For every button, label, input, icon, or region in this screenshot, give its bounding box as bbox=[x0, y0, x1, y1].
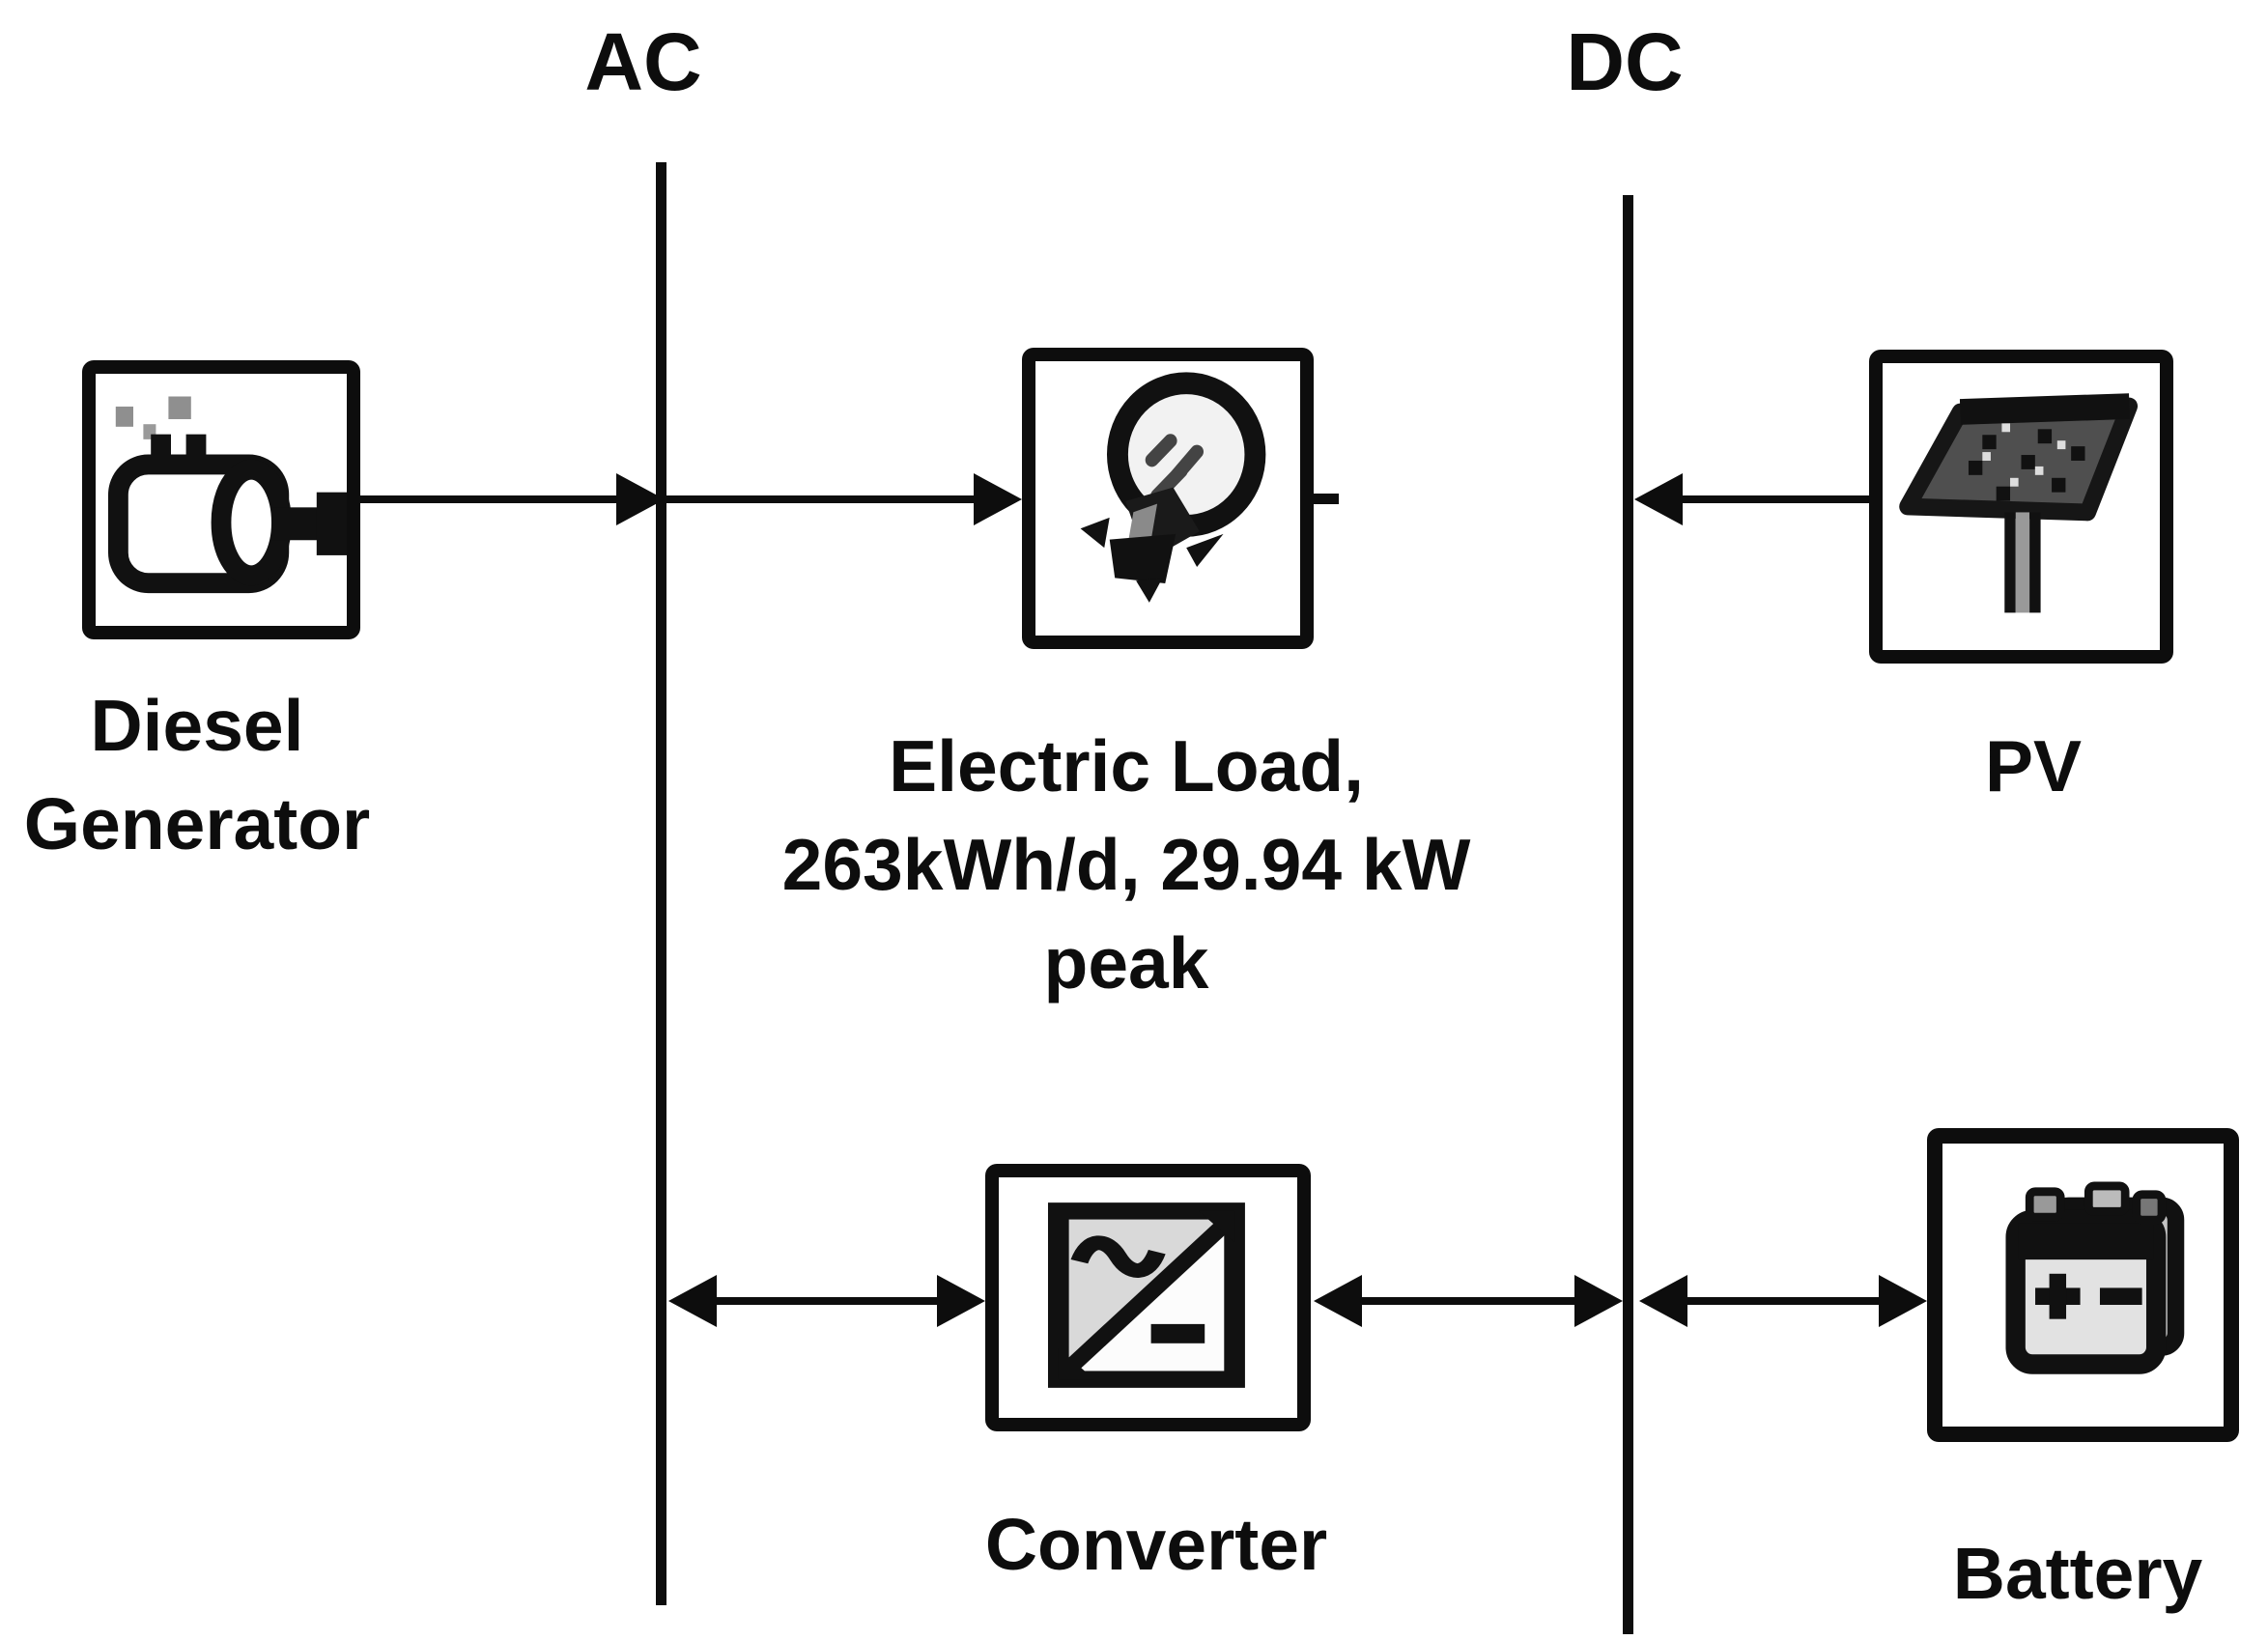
converter-label: Converter bbox=[985, 1495, 1327, 1594]
converter-box bbox=[985, 1164, 1311, 1431]
pv-box bbox=[1869, 350, 2173, 664]
ac-bus-label: AC bbox=[584, 16, 702, 107]
electric-load-box bbox=[1022, 348, 1314, 649]
load-connector-stub bbox=[1314, 494, 1339, 504]
ac-bus-line bbox=[656, 162, 666, 1605]
diesel-generator-label: Diesel Generator bbox=[24, 676, 370, 873]
diesel-generator-icon bbox=[108, 396, 347, 594]
electric-load-label-line3: peak bbox=[1043, 922, 1209, 1004]
battery-icon bbox=[2005, 1181, 2185, 1374]
battery-box bbox=[1927, 1128, 2239, 1442]
pv-label-line1: PV bbox=[1984, 725, 2083, 806]
electric-load-label-line1: Electric Load, bbox=[889, 725, 1364, 806]
light-bulb-icon bbox=[1080, 372, 1266, 603]
electric-load-label-line2: 263kWh/d, 29.94 kW bbox=[781, 824, 1471, 905]
battery-label-line1: Battery bbox=[1952, 1533, 2203, 1614]
converter-label-line1: Converter bbox=[984, 1504, 1328, 1585]
diesel-generator-box bbox=[82, 360, 360, 639]
dc-bus-label: DC bbox=[1566, 16, 1684, 107]
battery-label: Battery bbox=[1953, 1524, 2202, 1623]
diesel-generator-label-line1: Diesel bbox=[90, 685, 304, 766]
pv-label: PV bbox=[1985, 717, 2082, 815]
dc-bus-line bbox=[1623, 195, 1633, 1634]
diesel-generator-label-line2: Generator bbox=[23, 783, 371, 864]
electric-load-label: Electric Load, 263kWh/d, 29.94 kW peak bbox=[782, 717, 1471, 1012]
solar-panel-icon bbox=[1899, 393, 2139, 613]
inverter-icon bbox=[1047, 1202, 1245, 1388]
